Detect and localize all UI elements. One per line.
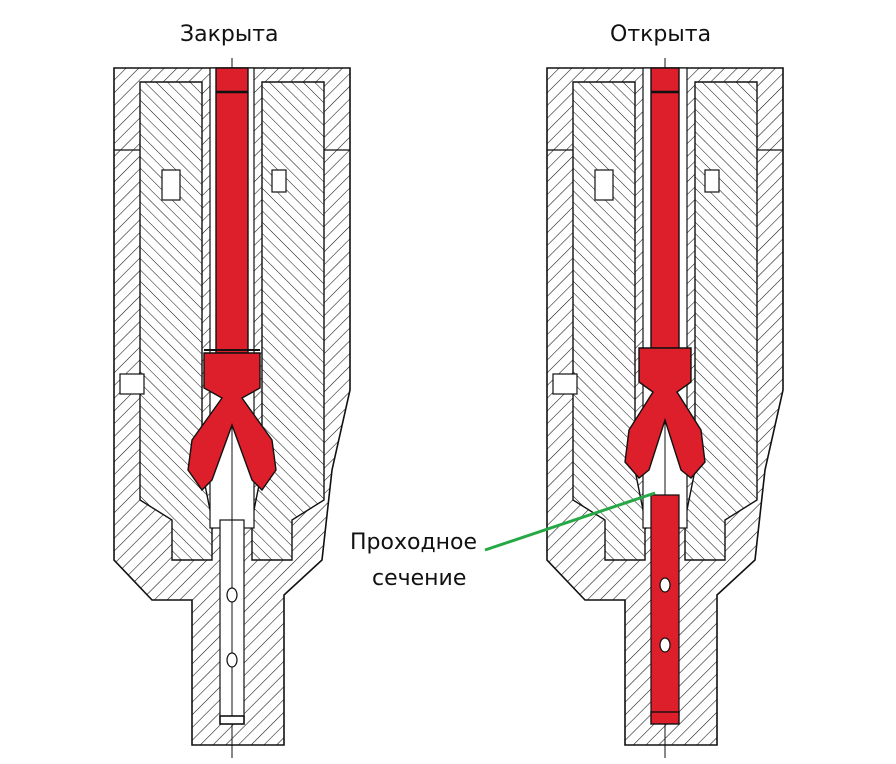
needle-head-closed bbox=[187, 352, 277, 492]
label-closed: Закрыта bbox=[180, 22, 279, 47]
nozzle-open bbox=[546, 57, 784, 759]
needle-rod-open bbox=[650, 67, 680, 349]
needle-head-open bbox=[624, 347, 706, 479]
callout-label-line2: сечение bbox=[372, 566, 467, 591]
callout-line bbox=[484, 491, 656, 552]
flow-channel-open bbox=[650, 494, 680, 716]
nozzle-closed bbox=[113, 57, 351, 759]
needle-rod-closed bbox=[215, 67, 249, 354]
label-open: Открыта bbox=[610, 22, 712, 47]
callout-label-line1: Проходное bbox=[350, 530, 478, 555]
